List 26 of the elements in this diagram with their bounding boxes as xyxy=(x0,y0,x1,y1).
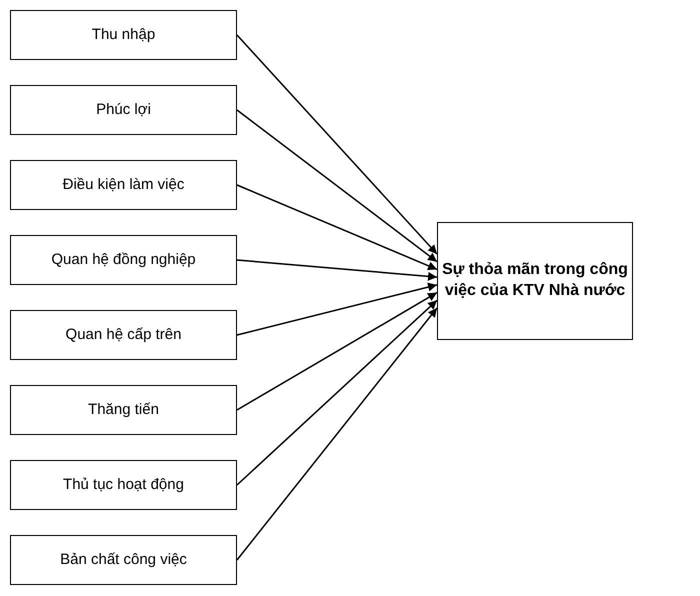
outcome-label: Sự thỏa mãn trong công việc của KTV Nhà nước xyxy=(441,260,629,301)
factor-box xyxy=(10,235,237,285)
outcome-box xyxy=(437,222,633,340)
arrow xyxy=(236,109,438,262)
factor-label: Thu nhập xyxy=(92,25,156,45)
factor-box xyxy=(10,535,237,585)
arrow xyxy=(236,292,438,411)
arrow xyxy=(236,308,438,560)
factor-label: Quan hệ đồng nghiệp xyxy=(51,250,196,270)
factor-label: Thủ tục hoạt động xyxy=(63,475,184,495)
factor-box xyxy=(10,310,237,360)
factor-box xyxy=(10,10,237,60)
factor-label: Phúc lợi xyxy=(96,100,151,120)
factor-box xyxy=(10,385,237,435)
factor-label: Bản chất công việc xyxy=(60,550,187,570)
factor-label: Thăng tiến xyxy=(88,400,159,420)
factor-box xyxy=(10,85,237,135)
arrow xyxy=(236,282,438,336)
factor-box xyxy=(10,460,237,510)
factor-label: Điều kiện làm việc xyxy=(62,175,184,195)
arrow xyxy=(236,259,438,281)
arrow xyxy=(236,34,438,254)
factor-box xyxy=(10,160,237,210)
arrow xyxy=(236,184,438,270)
arrow xyxy=(236,300,438,486)
factor-label: Quan hệ cấp trên xyxy=(66,325,182,345)
